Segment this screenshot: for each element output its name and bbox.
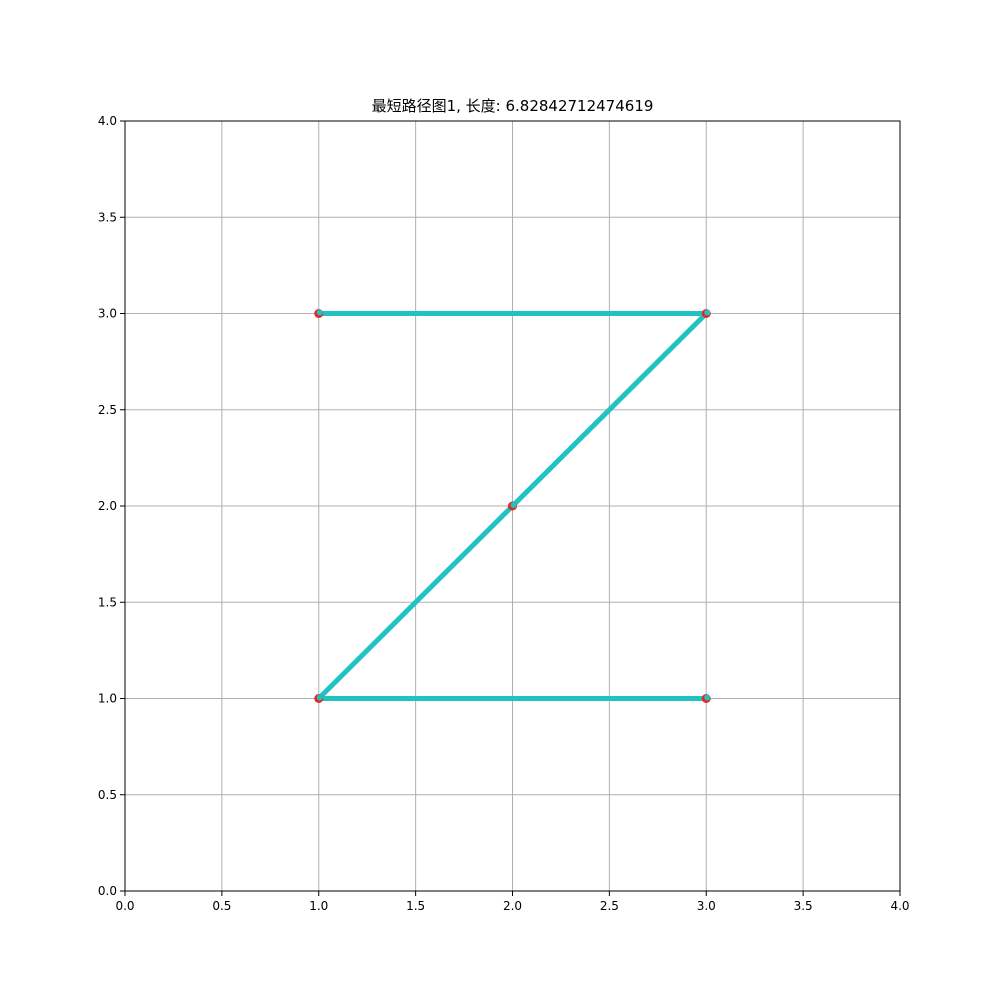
data-point-marker-highlight bbox=[316, 309, 323, 316]
y-tick-label: 4.0 bbox=[98, 114, 117, 128]
y-tick-label: 0.5 bbox=[98, 788, 117, 802]
data-point-marker-highlight bbox=[704, 309, 711, 316]
x-tick-label: 4.0 bbox=[890, 899, 909, 913]
x-tick-label: 3.0 bbox=[697, 899, 716, 913]
data-point-marker-highlight bbox=[704, 694, 711, 701]
y-tick-label: 3.5 bbox=[98, 210, 117, 224]
point-markers bbox=[314, 309, 711, 703]
data-point-marker-highlight bbox=[316, 694, 323, 701]
y-tick-label: 1.0 bbox=[98, 692, 117, 706]
x-tick-label: 1.5 bbox=[406, 899, 425, 913]
x-tick-label: 0.0 bbox=[115, 899, 134, 913]
y-tick-label: 2.5 bbox=[98, 403, 117, 417]
y-tick-label: 3.0 bbox=[98, 307, 117, 321]
y-tick-label: 2.0 bbox=[98, 499, 117, 513]
path-lines bbox=[316, 311, 709, 701]
chart-title: 最短路径图1, 长度: 6.82842712474619 bbox=[372, 97, 654, 115]
x-tick-label: 3.5 bbox=[794, 899, 813, 913]
x-tick-label: 1.0 bbox=[309, 899, 328, 913]
x-tick-label: 2.5 bbox=[600, 899, 619, 913]
path-segment bbox=[316, 504, 515, 701]
x-axis: 0.0 0.5 1.0 1.5 2.0 2.5 3.0 3.5 4.0 bbox=[115, 891, 910, 913]
path-segment bbox=[510, 311, 709, 508]
x-tick-label: 2.0 bbox=[503, 899, 522, 913]
data-point-marker-highlight bbox=[510, 502, 517, 508]
y-tick-label: 0.0 bbox=[98, 884, 117, 898]
x-tick-label: 0.5 bbox=[212, 899, 231, 913]
y-axis: 0.0 0.5 1.0 1.5 2.0 2.5 3.0 3.5 4.0 bbox=[98, 114, 125, 898]
y-tick-label: 1.5 bbox=[98, 595, 117, 609]
